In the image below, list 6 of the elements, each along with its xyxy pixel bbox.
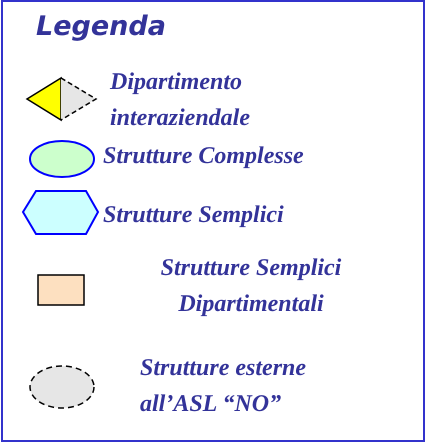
legend-label: Dipartimento interaziendale <box>110 68 252 133</box>
legend-title: Legenda <box>36 10 166 44</box>
legend-label: Strutture Semplici <box>103 201 285 230</box>
legend-label: Strutture Semplici Dipartimentali <box>160 254 342 319</box>
legend-label: Strutture esterne all’ASL “NO” <box>140 354 308 419</box>
legend-label: Strutture Complesse <box>103 142 305 171</box>
